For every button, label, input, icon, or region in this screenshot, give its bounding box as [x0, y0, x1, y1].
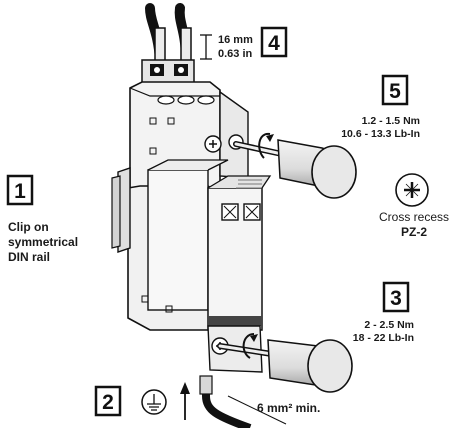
- upper-torque-nm: 1.2 - 1.5 Nm: [362, 115, 420, 127]
- strip-length-mm: 16 mm: [218, 34, 253, 46]
- bottom-cable: [199, 375, 287, 428]
- pz2-label: PZ-2: [401, 225, 427, 239]
- din-rail-line2: symmetrical: [8, 235, 78, 249]
- step-3-number: 3: [390, 287, 402, 310]
- step-5-number: 5: [389, 80, 401, 103]
- lower-torque-nm: 2 - 2.5 Nm: [364, 319, 414, 331]
- screwdriver-icon: [217, 333, 353, 393]
- cross-recess-label: Cross recess: [379, 210, 449, 224]
- wire-section-label: 6 mm² min.: [257, 401, 320, 415]
- ground-symbol-icon: [141, 389, 167, 415]
- step-4-number: 4: [268, 32, 280, 55]
- step-2-number: 2: [102, 391, 114, 414]
- din-rail-line1: Clip on: [8, 220, 49, 234]
- din-rail-line3: DIN rail: [8, 250, 50, 264]
- cross-recess-screw-icon: [395, 173, 429, 207]
- upper-torque-lbin: 10.6 - 13.3 Lb-In: [341, 128, 420, 140]
- top-cables: [145, 3, 192, 65]
- up-arrow-icon: [180, 382, 190, 420]
- step-1-number: 1: [14, 180, 26, 203]
- strip-length-in: 0.63 in: [218, 48, 253, 60]
- strip-length-dimension: [200, 34, 212, 60]
- screwdriver-icon: [233, 132, 357, 199]
- module-body: [111, 81, 272, 373]
- lower-torque-lbin: 18 - 22 Lb-In: [353, 332, 414, 344]
